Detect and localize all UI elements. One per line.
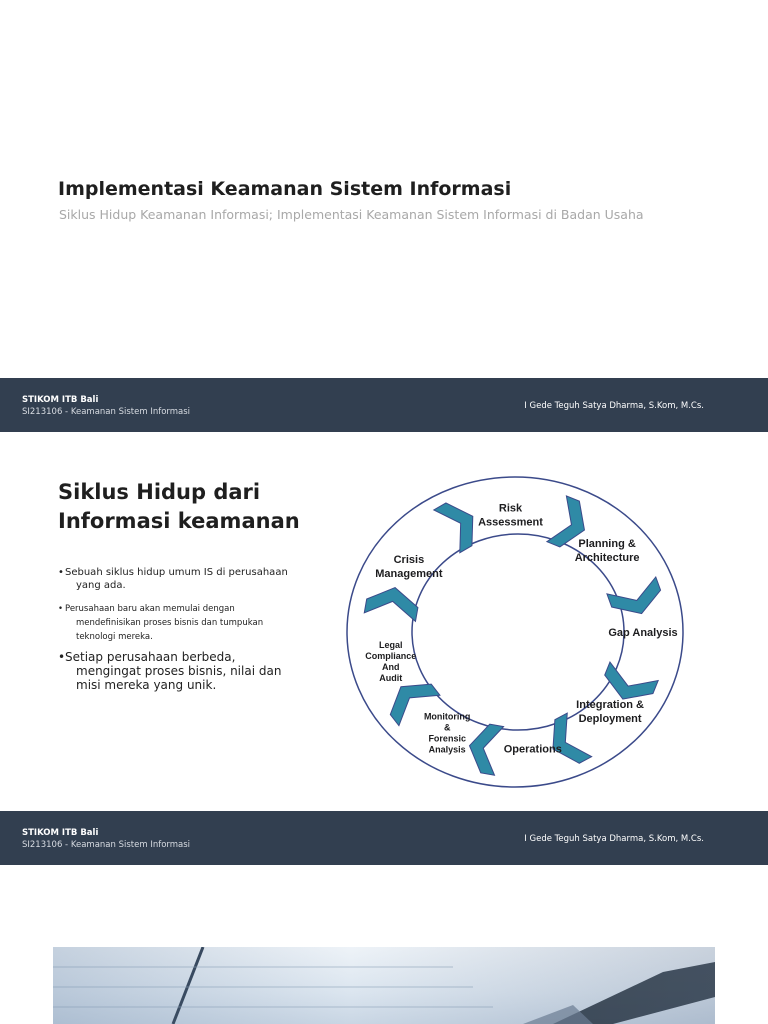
footer-course: SI213106 - Keamanan Sistem Informasi — [22, 840, 191, 850]
cycle-arrow — [604, 661, 659, 700]
inner-ring — [411, 533, 625, 731]
cycle-stage-label-line: Analysis — [429, 744, 466, 754]
cycle-stage-label-line: Deployment — [579, 713, 642, 725]
bullet-list: •Sebuah siklus hidup umum IS di perusaha… — [58, 566, 290, 692]
cycle-arrow — [432, 502, 474, 554]
cycle-stage-label: Planning & Architecture — [575, 538, 640, 564]
slide-2-title: Siklus Hidup dari Informasi keamanan — [58, 478, 300, 536]
cycle-arrows — [363, 495, 662, 776]
cycle-arrow — [363, 586, 419, 623]
cycle-arrow — [545, 495, 586, 548]
slide-1: Implementasi Keamanan Sistem Informasi S… — [0, 0, 768, 378]
slide-1-subtitle: Siklus Hidup Keamanan Informasi; Impleme… — [59, 207, 644, 222]
slide-3 — [0, 865, 768, 1024]
slide-1-title: Implementasi Keamanan Sistem Informasi — [58, 178, 512, 200]
cycle-stage-label-line: And — [382, 662, 400, 672]
slide-2-footer: STIKOM ITB Bali SI213106 - Keamanan Sist… — [0, 811, 768, 865]
cycle-arrow — [389, 683, 441, 727]
footer-course: SI213106 - Keamanan Sistem Informasi — [22, 407, 191, 417]
bullet-text: Perusahaan baru akan memulai dengan mend… — [65, 604, 264, 642]
cycle-stage-label-line: Monitoring — [424, 711, 471, 721]
cycle-stage-label-line: & — [444, 722, 451, 732]
bullet-marker: • — [58, 567, 64, 578]
footer-org: STIKOM ITB Bali — [22, 395, 99, 405]
cycle-stage-label-line: Architecture — [575, 552, 640, 564]
cycle-stage-label-line: Audit — [379, 673, 402, 683]
cycle-stage-label-line: Planning & — [578, 538, 636, 550]
cycle-stage-label-line: Crisis — [394, 554, 425, 566]
cycle-arrow — [468, 723, 505, 776]
bullet-text: Setiap perusahaan berbeda, mengingat pro… — [65, 650, 282, 692]
slide-2-title-line-1: Siklus Hidup dari — [58, 480, 261, 504]
footer-author: I Gede Teguh Satya Dharma, S.Kom, M.Cs. — [524, 401, 704, 411]
document-pen-photo — [53, 947, 715, 1024]
cycle-stage-label-line: Forensic — [428, 733, 466, 743]
footer-author: I Gede Teguh Satya Dharma, S.Kom, M.Cs. — [524, 834, 704, 844]
bullet-marker: • — [58, 604, 64, 614]
cycle-stage-label-line: Management — [375, 568, 443, 580]
cycle-stage-label: Gap Analysis — [608, 627, 677, 639]
cycle-stage-label: Integration & Deployment — [576, 699, 644, 725]
cycle-arrow — [552, 712, 593, 764]
cycle-stage-label-line: Operations — [504, 744, 562, 756]
cycle-stage-label-line: Legal — [379, 640, 403, 650]
slide-1-footer: STIKOM ITB Bali SI213106 - Keamanan Sist… — [0, 378, 768, 432]
cycle-stage-label-line: Risk — [499, 502, 523, 514]
bullet-marker: • — [58, 650, 66, 664]
slide-2: Siklus Hidup dari Informasi keamanan •Se… — [0, 432, 768, 811]
bullet-text: Sebuah siklus hidup umum IS di perusahaa… — [65, 567, 288, 591]
cycle-stage-label-line: Compliance — [365, 651, 416, 661]
bullet-item: •Sebuah siklus hidup umum IS di perusaha… — [58, 566, 290, 592]
cycle-stage-label-line: Gap Analysis — [608, 627, 677, 639]
cycle-stage-label-line: Integration & — [576, 699, 644, 711]
cycle-arrow — [606, 575, 662, 615]
slide-2-title-line-2: Informasi keamanan — [58, 509, 300, 533]
pen-image-icon — [53, 947, 715, 1024]
cycle-stage-label: Operations — [504, 744, 562, 756]
cycle-stage-label-line: Assessment — [478, 516, 543, 528]
photo-overlay — [53, 947, 715, 1024]
footer-org: STIKOM ITB Bali — [22, 828, 99, 838]
bullet-item: •Perusahaan baru akan memulai dengan men… — [58, 602, 290, 644]
bullet-item: •Setiap perusahaan berbeda, mengingat pr… — [58, 650, 290, 692]
